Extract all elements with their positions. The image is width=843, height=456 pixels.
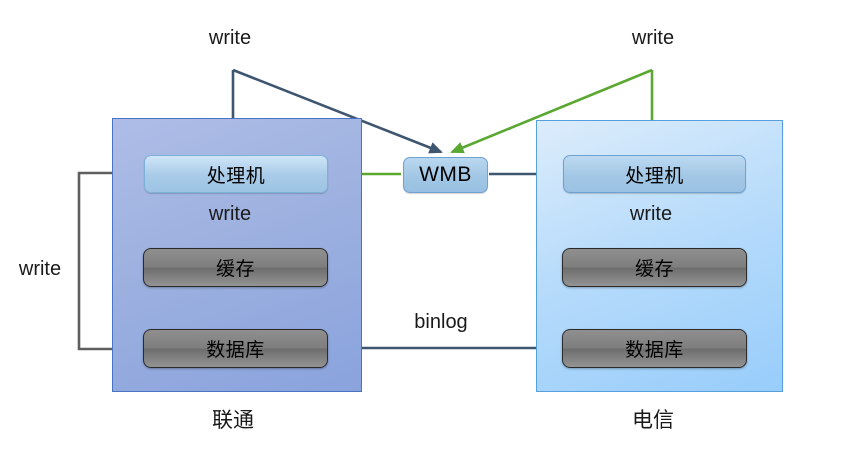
edge-left-proc-to-db-loop bbox=[77, 171, 144, 355]
node-left-database-label: 数据库 bbox=[206, 340, 265, 361]
caption-panel-left: 联通 bbox=[212, 409, 254, 432]
node-left-database[interactable]: 数据库 bbox=[143, 329, 328, 368]
node-right-cache-label: 缓存 bbox=[634, 259, 674, 280]
caption-panel-right: 电信 bbox=[632, 409, 674, 432]
node-right-database-label: 数据库 bbox=[625, 340, 684, 361]
node-right-database[interactable]: 数据库 bbox=[562, 329, 747, 368]
label-write-top-right: write bbox=[631, 27, 675, 49]
node-right-processor-label: 处理机 bbox=[625, 165, 684, 187]
node-left-processor-label: 处理机 bbox=[206, 165, 266, 187]
node-right-cache[interactable]: 缓存 bbox=[562, 248, 747, 287]
label-binlog: binlog bbox=[414, 311, 468, 333]
label-write-loop-left: write bbox=[18, 258, 62, 280]
node-left-cache[interactable]: 缓存 bbox=[143, 248, 328, 287]
node-wmb-label: WMB bbox=[419, 163, 472, 186]
label-write-top-left: write bbox=[208, 27, 252, 49]
node-left-cache-label: 缓存 bbox=[215, 259, 255, 280]
label-write-inner-right: write bbox=[629, 203, 673, 225]
node-left-processor[interactable]: 处理机 bbox=[144, 155, 328, 193]
node-wmb[interactable]: WMB bbox=[403, 157, 488, 193]
edge-write-left-to-wmb bbox=[232, 68, 443, 154]
edge-write-right-to-wmb bbox=[450, 68, 653, 154]
label-write-inner-left: write bbox=[208, 203, 252, 225]
node-right-processor[interactable]: 处理机 bbox=[563, 155, 746, 193]
